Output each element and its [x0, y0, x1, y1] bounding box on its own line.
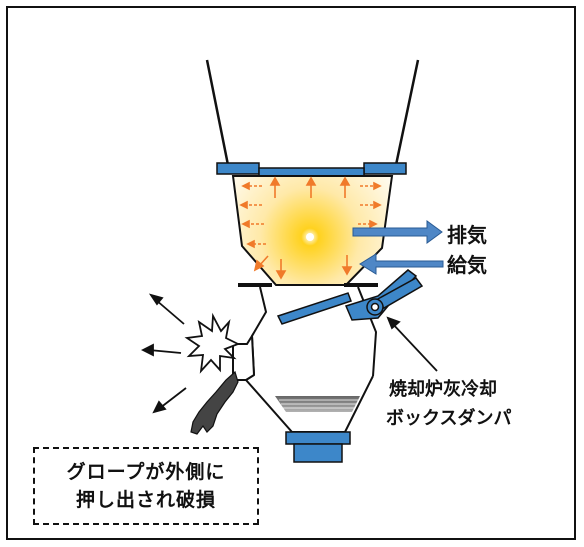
projection-arrows	[140, 293, 187, 414]
chimney	[205, 59, 420, 166]
ash-hatching	[279, 399, 358, 409]
damage-note-line2: 押し出され破損	[75, 489, 216, 511]
exhaust-label: 排気	[447, 223, 487, 247]
flame-core	[306, 233, 314, 241]
heat-arrows	[239, 176, 382, 280]
burst-icon	[184, 312, 241, 374]
glove-icon	[190, 370, 239, 435]
supply-label: 給気	[447, 253, 487, 277]
damage-note-box: グロープが外側に 押し出され破損	[33, 447, 259, 525]
damper-label-line2: ボックスダンパ	[386, 407, 511, 429]
damper-mechanism	[276, 269, 424, 325]
damage-note-line1: グロープが外側に	[66, 461, 226, 483]
damper-label-line1: 焼却炉灰冷却	[389, 378, 497, 400]
damper-pointer	[386, 316, 438, 372]
flow-arrows	[352, 220, 444, 275]
top-flange	[216, 162, 407, 177]
bottom-outlet	[285, 431, 351, 463]
